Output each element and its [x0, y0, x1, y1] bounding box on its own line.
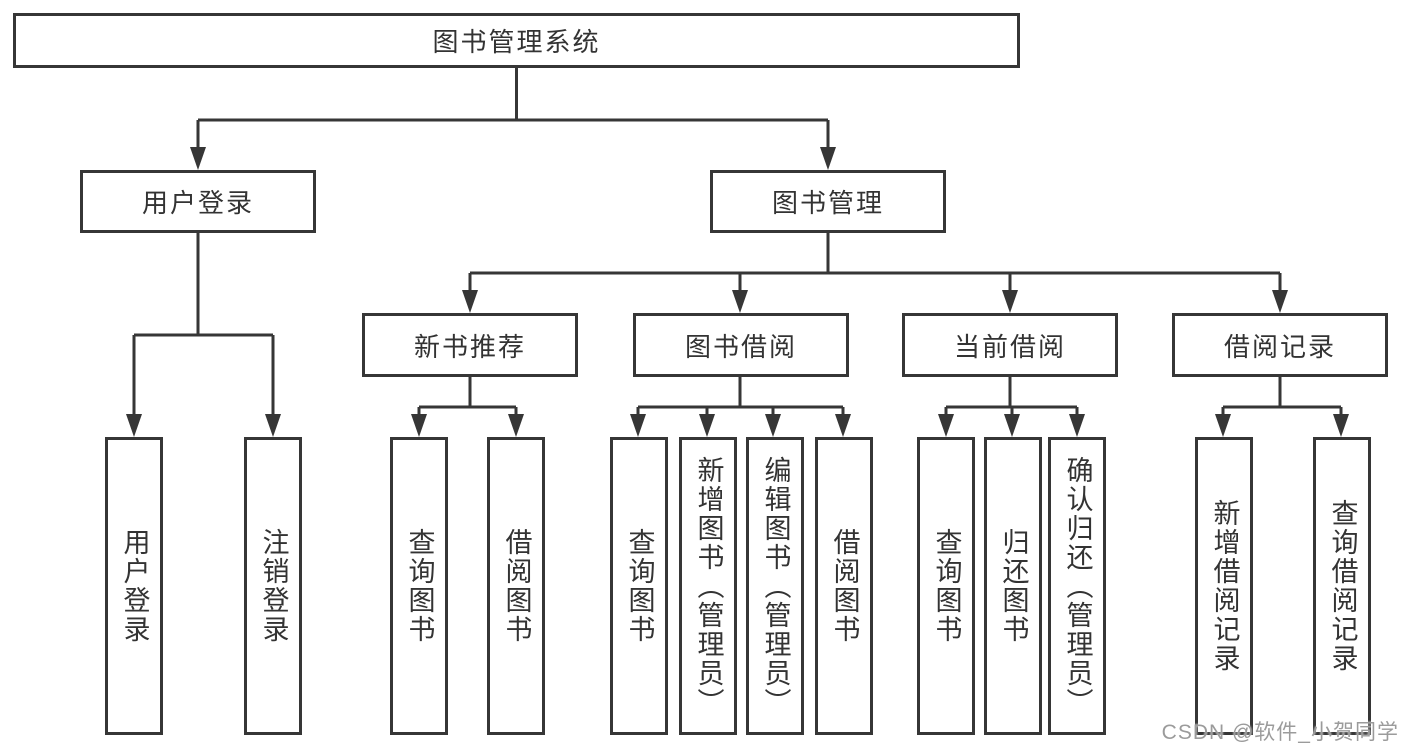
node-label: 图书借阅: [684, 331, 797, 362]
node-label: 借阅记录: [1223, 331, 1336, 362]
node-book-management: 图书管理: [710, 170, 946, 233]
node-label: 用户登录: [141, 188, 254, 218]
node-library-management-system: 图书管理系统: [13, 13, 1020, 68]
node-label: 图书管理系统: [432, 27, 601, 57]
leaf-add-borrow-record: 新增借阅记录: [1195, 437, 1253, 735]
node-label: 当前借阅: [953, 331, 1066, 362]
node-new-book-recommend: 新书推荐: [362, 313, 578, 377]
node-label: 查询借阅记录: [1327, 499, 1358, 673]
node-label: 查询图书: [404, 528, 435, 644]
node-label: 新增图书（管理员）: [693, 455, 724, 717]
node-book-borrow: 图书借阅: [633, 313, 849, 377]
node-label: 编辑图书（管理员）: [760, 455, 791, 717]
leaf-borrow-books-recommend: 借阅图书: [487, 437, 545, 735]
leaf-query-books-borrow: 查询图书: [610, 437, 668, 735]
node-borrow-records: 借阅记录: [1172, 313, 1388, 377]
csdn-watermark: CSDN @软件_小贺同学: [1161, 721, 1399, 744]
node-label: 借阅图书: [501, 528, 532, 644]
leaf-borrow-books: 借阅图书: [815, 437, 873, 735]
node-label: 新增借阅记录: [1209, 499, 1240, 673]
node-label: 借阅图书: [829, 528, 860, 644]
leaf-user-login: 用户登录: [105, 437, 163, 735]
leaf-query-books-current: 查询图书: [917, 437, 975, 735]
node-label: 归还图书: [998, 528, 1029, 644]
leaf-confirm-return-admin: 确认归还（管理员）: [1048, 437, 1106, 735]
node-user-login: 用户登录: [80, 170, 316, 233]
node-label: 图书管理: [771, 188, 884, 218]
node-label: 新书推荐: [413, 331, 526, 362]
leaf-logout: 注销登录: [244, 437, 302, 735]
node-current-borrow: 当前借阅: [902, 313, 1118, 377]
leaf-add-books-admin: 新增图书（管理员）: [679, 437, 737, 735]
node-label: 查询图书: [624, 528, 655, 644]
leaf-return-books: 归还图书: [984, 437, 1042, 735]
leaf-edit-books-admin: 编辑图书（管理员）: [746, 437, 804, 735]
node-label: 用户登录: [119, 528, 150, 644]
node-label: 注销登录: [258, 528, 289, 644]
node-label: 确认归还（管理员）: [1062, 455, 1093, 717]
leaf-query-books-recommend: 查询图书: [390, 437, 448, 735]
node-label: 查询图书: [931, 528, 962, 644]
leaf-query-borrow-record: 查询借阅记录: [1313, 437, 1371, 735]
